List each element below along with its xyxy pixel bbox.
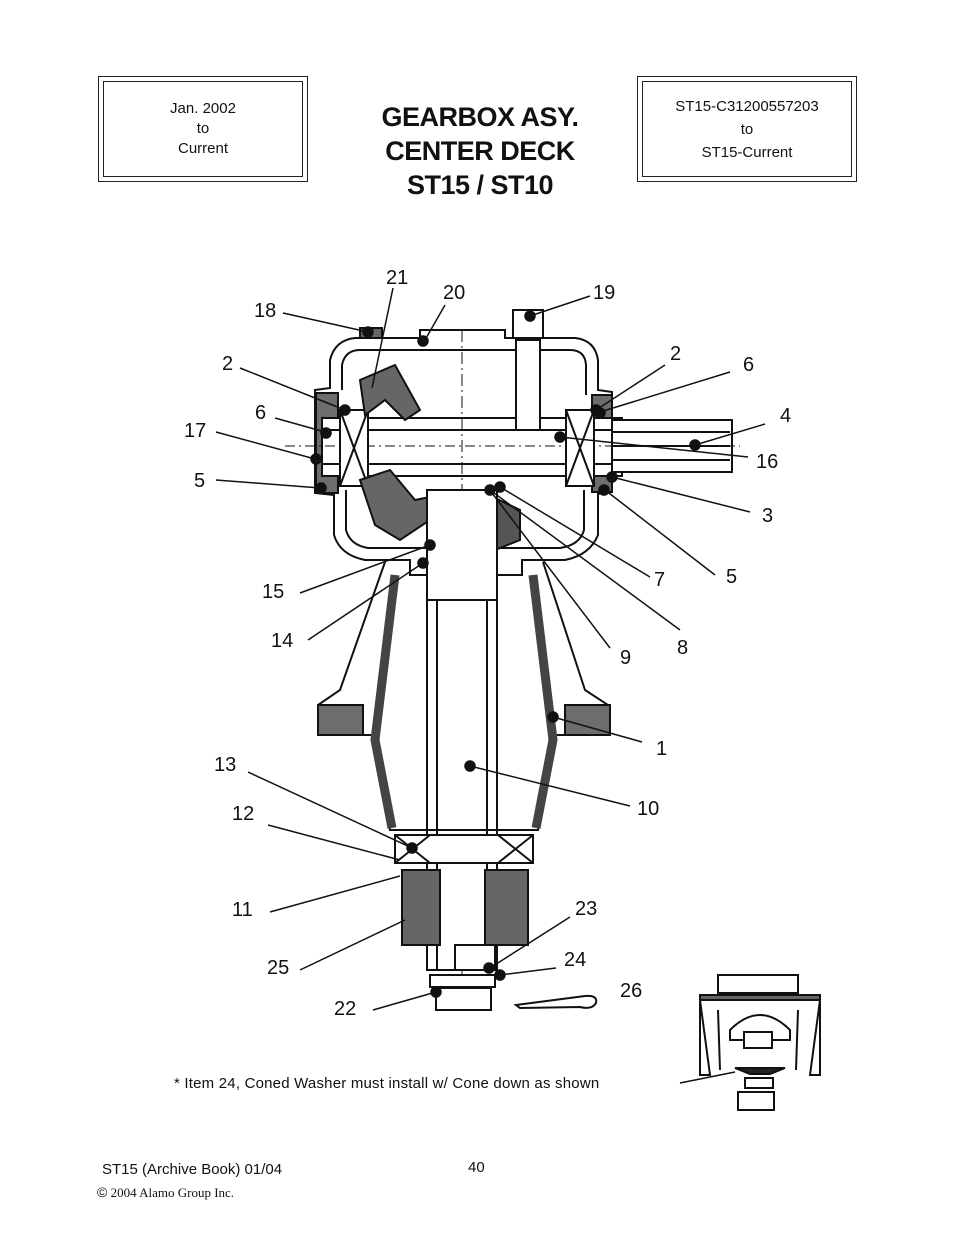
bottom-nut xyxy=(435,987,492,1011)
callout-5-left: 5 xyxy=(194,470,205,492)
callout-9: 9 xyxy=(620,647,631,669)
serial-range-end: ST15-Current xyxy=(701,143,793,161)
callout-14: 14 xyxy=(271,630,293,652)
callout-10: 10 xyxy=(637,798,659,820)
footer-book-id: ST15 (Archive Book) 01/04 xyxy=(102,1161,283,1178)
coned-washer-icon xyxy=(734,1067,786,1075)
date-range-end: Current xyxy=(177,140,229,157)
serial-range-box: ST15-C31200557203 to ST15-Current xyxy=(637,76,857,182)
callout-2-right: 2 xyxy=(670,343,681,365)
footer-copyright: © 2004 Alamo Group Inc. xyxy=(97,1184,234,1201)
washer-detail-inset xyxy=(699,974,821,1111)
callout-7: 7 xyxy=(654,569,665,591)
callout-26: 26 xyxy=(620,980,642,1002)
callout-15: 15 xyxy=(262,581,284,603)
date-range-box: Jan. 2002 to Current xyxy=(98,76,308,182)
callout-1: 1 xyxy=(656,738,667,760)
page-number: 40 xyxy=(468,1159,485,1176)
callout-4: 4 xyxy=(780,405,791,427)
title-line-1: GEARBOX ASY. xyxy=(381,102,579,132)
callout-13: 13 xyxy=(214,754,236,776)
cotter-pin xyxy=(513,994,598,1010)
serial-range-to: to xyxy=(740,120,754,138)
date-range-start: Jan. 2002 xyxy=(170,100,236,117)
installation-note: * Item 24, Coned Washer must install w/ … xyxy=(174,1075,600,1092)
date-range-to: to xyxy=(196,120,210,137)
title-line-2: CENTER DECK xyxy=(385,136,575,166)
callout-2-left: 2 xyxy=(222,353,233,375)
callout-22: 22 xyxy=(334,998,356,1020)
callout-20: 20 xyxy=(443,282,465,304)
lower-housing xyxy=(317,561,609,831)
leader-lines xyxy=(215,287,766,1084)
callout-16: 16 xyxy=(756,451,778,473)
callout-8: 8 xyxy=(677,637,688,659)
copyright-text: 2004 Alamo Group Inc. xyxy=(107,1185,235,1200)
callout-11: 11 xyxy=(232,899,253,921)
callout-6-left: 6 xyxy=(255,402,266,424)
callout-3: 3 xyxy=(762,505,773,527)
seal-housing xyxy=(401,869,441,946)
callout-6-right: 6 xyxy=(743,354,754,376)
callout-25: 25 xyxy=(267,957,289,979)
callout-17: 17 xyxy=(184,420,206,442)
callout-18: 18 xyxy=(254,300,276,322)
page-title: GEARBOX ASY. CENTER DECK ST15 / ST10 xyxy=(330,100,630,202)
gearbox-drawing xyxy=(285,309,740,1011)
copyright-symbol: © xyxy=(97,1184,108,1200)
callout-24: 24 xyxy=(564,949,586,971)
callout-labels: 1 2 2 3 4 5 5 6 6 7 8 9 10 11 12 13 14 1… xyxy=(184,267,791,1020)
callout-21: 21 xyxy=(386,267,408,289)
title-line-3: ST15 / ST10 xyxy=(406,170,554,200)
callout-23: 23 xyxy=(575,898,597,920)
bevel-gear-upper xyxy=(358,363,422,422)
callout-5-right: 5 xyxy=(726,566,737,588)
callout-12: 12 xyxy=(232,803,254,825)
callout-19: 19 xyxy=(593,282,615,304)
serial-range-start: ST15-C31200557203 xyxy=(675,97,819,115)
